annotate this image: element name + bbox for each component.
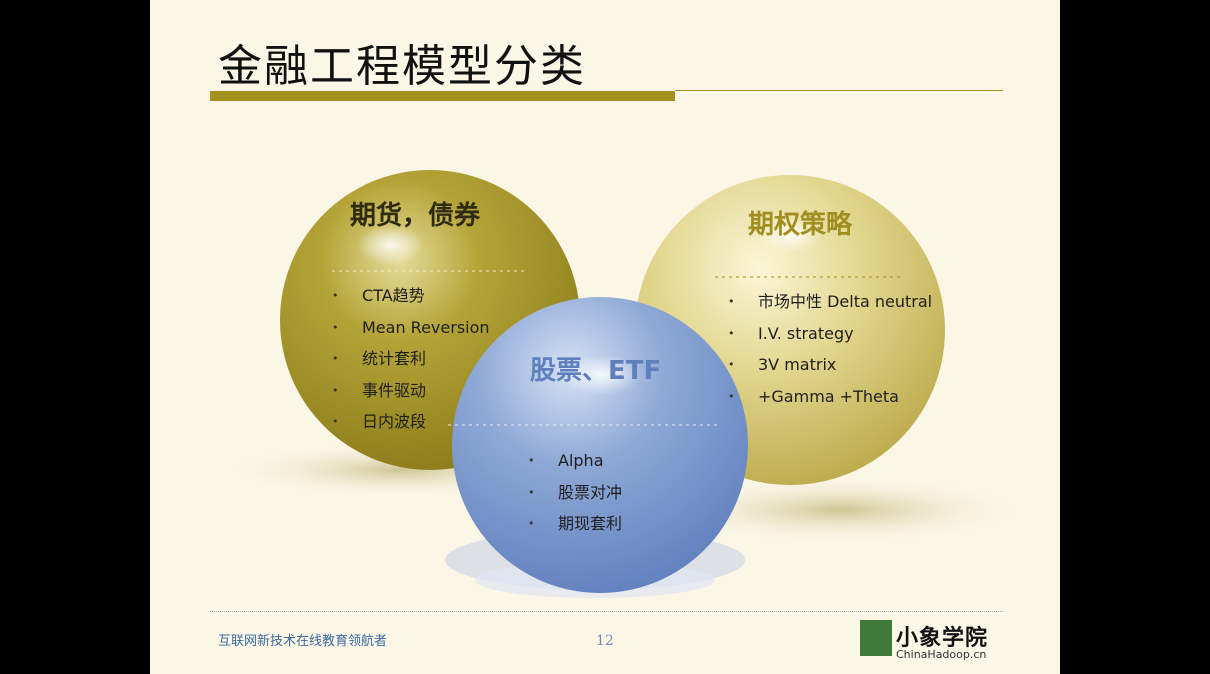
page-number: 12 xyxy=(596,633,614,649)
list-item: •日内波段 xyxy=(332,412,427,431)
footer-divider xyxy=(210,611,1003,612)
list-item: •I.V. strategy xyxy=(728,323,854,343)
title-underline xyxy=(210,91,675,101)
sphere-highlight xyxy=(562,355,642,395)
elephant-logo-icon xyxy=(860,620,892,656)
list-futures-bonds: •CTA趋势 •Mean Reversion •统计套利 •事件驱动 •日内波段 xyxy=(332,280,490,438)
footer-tagline: 互联网新技术在线教育领航者 xyxy=(218,634,388,649)
list-item: •Mean Reversion xyxy=(332,317,490,337)
sphere-highlight xyxy=(356,225,424,265)
title-rule xyxy=(675,90,1003,91)
logo-name-cn: 小象学院 xyxy=(896,626,989,651)
list-options: •市场中性 Delta neutral •I.V. strategy •3V m… xyxy=(728,286,933,412)
sphere-title-futures-bonds: 期货，债券 xyxy=(350,201,481,231)
sphere-stocks-etf xyxy=(452,297,748,593)
slide-title: 金融工程模型分类 xyxy=(218,41,586,92)
list-item: •期现套利 xyxy=(528,514,623,533)
sphere-diagram xyxy=(220,170,1030,598)
list-item: •CTA趋势 xyxy=(332,286,425,305)
list-item: •Alpha xyxy=(528,451,604,470)
list-item: •市场中性 Delta neutral xyxy=(728,292,933,311)
sphere-highlight xyxy=(758,217,822,253)
slide: 金融工程模型分类 xyxy=(150,0,1060,674)
list-item: •统计套利 xyxy=(332,349,427,368)
list-item: •3V matrix xyxy=(728,355,837,374)
sphere-title-options: 期权策略 xyxy=(748,210,853,240)
logo-name-en: ChinaHadoop.cn xyxy=(896,648,987,661)
brand-logo: 小象学院 ChinaHadoop.cn xyxy=(860,618,1000,664)
list-stocks-etf: •Alpha •股票对冲 •期现套利 xyxy=(528,445,623,540)
sphere-title-stocks-etf: 股票、ETF xyxy=(530,356,662,386)
list-item: •+Gamma +Theta xyxy=(728,386,899,406)
list-item: •股票对冲 xyxy=(528,482,623,502)
list-item: •事件驱动 xyxy=(332,380,427,400)
shadow-right xyxy=(650,476,1030,544)
